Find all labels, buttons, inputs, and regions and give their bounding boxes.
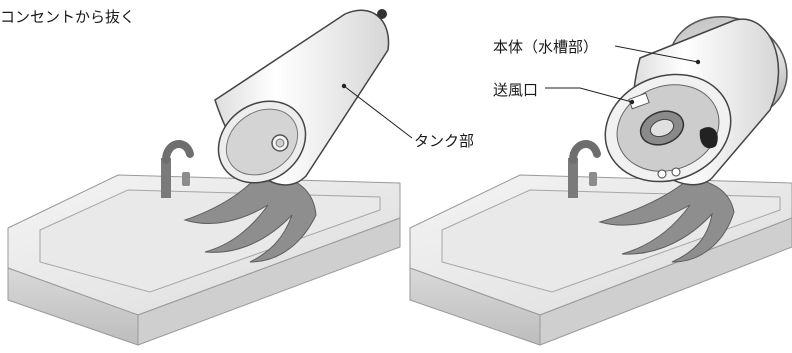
label-tank: タンク部 (414, 132, 475, 150)
vent-leader-line (545, 87, 635, 105)
left-sink (7, 174, 401, 346)
caption-unplug: コンセントから抜く (0, 8, 136, 26)
left-water-stream (183, 169, 317, 263)
left-tank (214, 9, 390, 186)
label-body: 本体（水槽部） (493, 38, 599, 56)
left-faucet (161, 140, 194, 198)
right-sink (409, 174, 792, 346)
label-vent: 送風口 (493, 81, 539, 99)
right-water-stream (598, 177, 735, 263)
body-leader-line (614, 45, 701, 65)
tank-leader-line (341, 83, 413, 139)
right-faucet (568, 140, 601, 198)
right-body (604, 15, 788, 186)
